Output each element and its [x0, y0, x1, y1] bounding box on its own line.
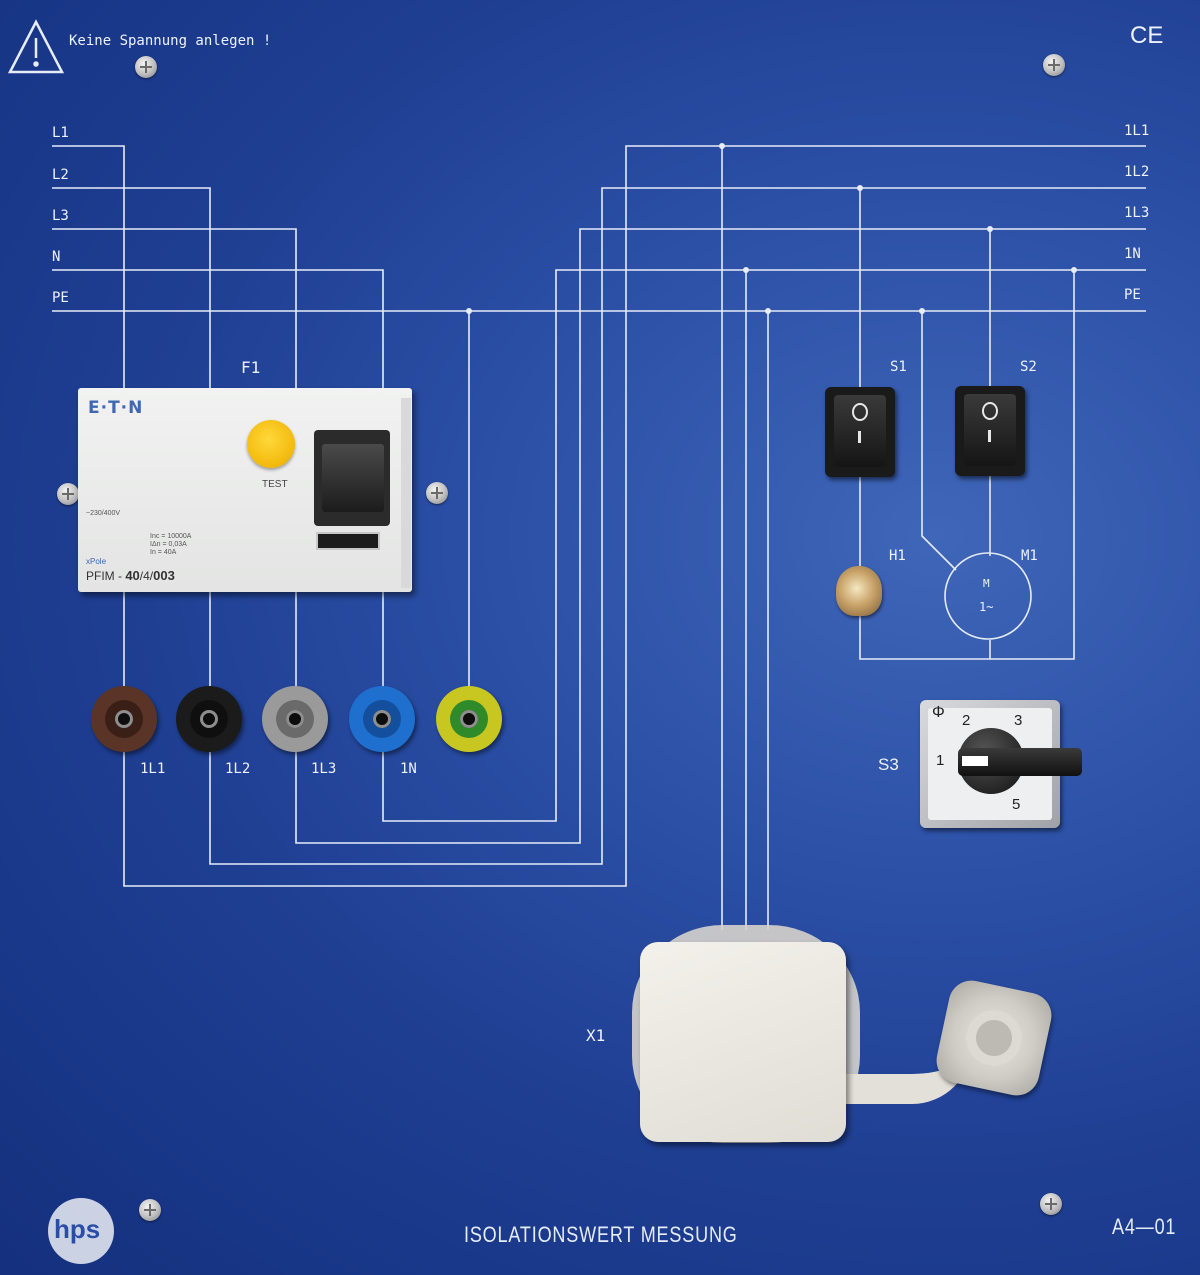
ce-mark: CE	[1130, 22, 1164, 49]
switch-label-s1: S1	[890, 359, 907, 375]
line-label-n: N	[52, 249, 61, 265]
switch-label-s3: S3	[878, 755, 899, 774]
socket-pe[interactable]	[436, 686, 502, 752]
warning-text: Keine Spannung anlegen !	[69, 33, 272, 49]
junction-box	[640, 942, 846, 1142]
line-label-l1: L1	[52, 125, 69, 141]
rating-line: Inc = 10000A	[150, 533, 192, 540]
cable-gland	[932, 976, 1056, 1100]
motor-label: M1	[1021, 548, 1038, 564]
breaker-lever[interactable]	[322, 444, 384, 512]
socket-1l3[interactable]	[262, 686, 328, 752]
test-button[interactable]	[247, 420, 295, 468]
socket-1l2[interactable]	[176, 686, 242, 752]
residual-current-breaker: E·T·N TEST ~230/400V Inc = 10000A IΔn = …	[78, 388, 412, 592]
line-label-1l1: 1L1	[1124, 123, 1150, 139]
rocker-switch-s2[interactable]	[955, 386, 1025, 476]
switch-label-s2: S2	[1020, 359, 1037, 375]
line-label-pe: PE	[52, 290, 69, 306]
motor-symbol-m: M	[983, 577, 990, 590]
brand-logo: E·T·N	[88, 398, 144, 418]
rating-line: IΔn = 0,03A	[150, 541, 187, 548]
line-label-1l2: 1L2	[1124, 164, 1150, 180]
voltage-rating: ~230/400V	[86, 510, 121, 517]
panel-title: ISOLATIONSWERT MESSUNG	[464, 1222, 738, 1247]
breaker-label: F1	[241, 358, 261, 377]
screw	[1040, 1193, 1062, 1215]
line-label-1n: 1N	[1124, 246, 1141, 262]
position-2: 2	[962, 712, 971, 729]
motor-symbol-phase: 1~	[979, 600, 994, 614]
rating-line: In = 40A	[150, 549, 177, 556]
socket-label: 1L3	[311, 761, 337, 777]
indicator-lamp	[836, 566, 882, 616]
socket-1l1[interactable]	[91, 686, 157, 752]
line-label-l3: L3	[52, 208, 69, 224]
lamp-label: H1	[889, 548, 906, 564]
hps-logo: hps	[48, 1198, 114, 1264]
test-label: TEST	[262, 479, 288, 490]
status-window	[316, 532, 380, 550]
rotary-mark	[962, 756, 988, 766]
socket-label: 1N	[400, 761, 417, 777]
model-label: PFIM - 40/4/003	[86, 568, 175, 583]
line-label-1l3: 1L3	[1124, 205, 1150, 221]
rotary-switch-s3[interactable]: Φ 2 3 1 5	[920, 700, 1082, 828]
panel-code: A4—01	[1112, 1214, 1177, 1239]
screw	[1043, 54, 1065, 76]
line-label-pe-out: PE	[1124, 287, 1141, 303]
series-label: xPole	[86, 557, 107, 566]
socket-label: 1L2	[225, 761, 251, 777]
phase-symbol: Φ	[932, 704, 945, 721]
socket-label: 1L1	[140, 761, 166, 777]
screw	[135, 56, 157, 78]
rocker-switch-s1[interactable]	[825, 387, 895, 477]
position-5: 5	[1012, 796, 1021, 813]
position-1: 1	[936, 752, 945, 769]
side-strip	[401, 398, 411, 588]
screw	[139, 1199, 161, 1221]
junction-label: X1	[586, 1026, 606, 1045]
warning-triangle-icon	[7, 19, 65, 74]
screw	[426, 482, 448, 504]
line-label-l2: L2	[52, 167, 69, 183]
position-3: 3	[1014, 712, 1023, 729]
socket-1n[interactable]	[349, 686, 415, 752]
screw	[57, 483, 79, 505]
